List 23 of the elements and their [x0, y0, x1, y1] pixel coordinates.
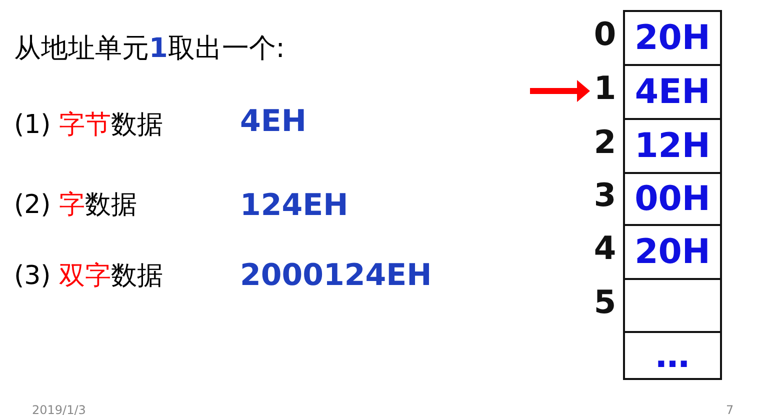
memory-cell: 00H [623, 172, 722, 226]
arrow [530, 80, 590, 102]
address-number: 1 [591, 69, 619, 107]
value-text: 4EH [240, 104, 306, 139]
address-number: 0 [591, 15, 619, 53]
value-text: 2000124EH [240, 258, 432, 293]
item-text: (3) 双字数据 [14, 260, 164, 293]
value-text: 124EH [240, 188, 348, 223]
address-number: 5 [591, 282, 619, 320]
item-text: (2) 字数据 [14, 189, 138, 222]
address-number: 2 [591, 123, 619, 161]
address-number: 4 [591, 229, 619, 267]
item-text: (1) 字节数据 [14, 109, 164, 142]
memory-cell: … [623, 331, 722, 380]
memory-cell: 12H [623, 118, 722, 174]
date-text: 2019/1/3 [32, 403, 86, 415]
heading: 从地址单元1取出一个: [14, 32, 285, 66]
memory-cell: 20H [623, 224, 722, 280]
memory-cell: 4EH [623, 64, 722, 120]
empty-memory-cell [623, 278, 722, 333]
memory-cell: 20H [623, 10, 722, 66]
page-number: 7 [726, 403, 734, 415]
address-number: 3 [591, 176, 619, 214]
